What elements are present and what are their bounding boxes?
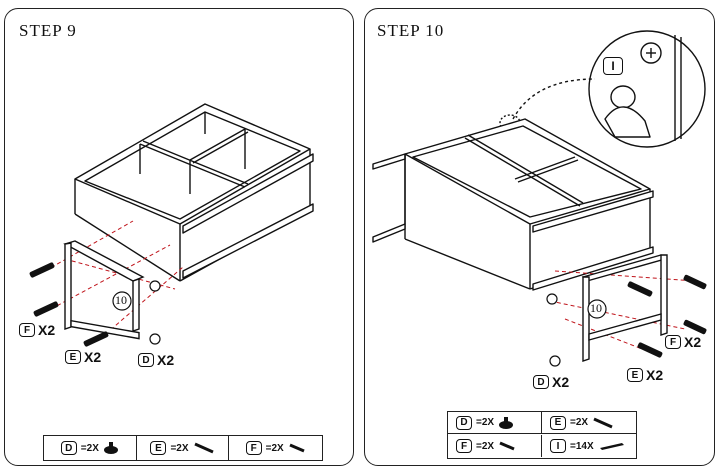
badge-d-10: D bbox=[533, 375, 549, 389]
badge-e-10: E bbox=[627, 368, 643, 382]
step-10-panel: STEP 10 bbox=[364, 8, 715, 466]
legend-e-qty: =2X bbox=[170, 442, 189, 454]
qty-f: X2 bbox=[38, 322, 56, 338]
zoom-label-i: I bbox=[603, 57, 623, 75]
long-screw-icon bbox=[593, 417, 613, 428]
legend-cell-e: E =2X bbox=[137, 436, 230, 460]
legend10-d-letter: D bbox=[456, 415, 472, 430]
step-9-hardware-legend: D =2X E =2X F =2X bbox=[43, 435, 323, 461]
legend10-cell-e: E =2X bbox=[542, 412, 636, 434]
legend-d-qty: =2X bbox=[80, 442, 99, 454]
legend10-f-letter: F bbox=[456, 439, 472, 453]
badge-e: E bbox=[65, 350, 81, 364]
step-10-title: STEP 10 bbox=[377, 21, 445, 40]
cover-sticker-icon bbox=[599, 443, 624, 450]
step-9-title: STEP 9 bbox=[19, 21, 77, 40]
long-screw-icon bbox=[193, 442, 214, 454]
legend-e-letter: E bbox=[150, 441, 167, 455]
legend10-cell-i: I =14X bbox=[542, 435, 636, 457]
label-f-step10: F X2 bbox=[665, 334, 701, 350]
qty-d-10: X2 bbox=[552, 374, 570, 390]
badge-f-10: F bbox=[665, 335, 681, 349]
legend10-i-qty: =14X bbox=[570, 440, 594, 452]
qty-d: X2 bbox=[157, 352, 175, 368]
label-e-step9: E X2 bbox=[65, 349, 101, 365]
step-10-circle-number: 10 bbox=[590, 301, 602, 315]
legend10-e-letter: E bbox=[550, 415, 566, 430]
qty-e-10: X2 bbox=[646, 367, 664, 383]
step-10-hardware-legend: D =2X E =2X F =2X I =14X bbox=[447, 411, 637, 459]
legend-f-letter: F bbox=[245, 441, 262, 455]
cam-lock-icon bbox=[103, 442, 118, 454]
step-10-illustration bbox=[372, 30, 707, 367]
short-screw-icon bbox=[289, 443, 305, 453]
badge-d: D bbox=[138, 353, 154, 367]
badge-f: F bbox=[19, 323, 35, 337]
qty-e: X2 bbox=[84, 349, 102, 365]
qty-f-10: X2 bbox=[684, 334, 702, 350]
label-d-step9: D X2 bbox=[138, 352, 174, 368]
legend10-i-letter: I bbox=[550, 439, 566, 453]
step-9-circle-number: 10 bbox=[115, 293, 127, 307]
legend10-cell-f: F =2X bbox=[448, 435, 542, 457]
legend10-f-qty: =2X bbox=[476, 440, 495, 452]
cam-lock-icon bbox=[499, 416, 514, 429]
legend-cell-f: F =2X bbox=[229, 436, 322, 460]
legend-f-qty: =2X bbox=[265, 442, 284, 454]
label-e-step10: E X2 bbox=[627, 367, 663, 383]
legend-cell-d: D =2X bbox=[44, 436, 137, 460]
label-f-step9: F X2 bbox=[19, 322, 55, 338]
legend10-e-qty: =2X bbox=[570, 417, 589, 428]
screw-f-upper bbox=[29, 262, 55, 278]
step-9-panel: STEP 9 bbox=[4, 8, 354, 466]
legend10-cell-d: D =2X bbox=[448, 412, 542, 434]
legend10-d-qty: =2X bbox=[476, 417, 495, 428]
step-9-illustration bbox=[29, 103, 314, 347]
legend-d-letter: D bbox=[60, 441, 77, 455]
short-screw-icon bbox=[499, 441, 515, 451]
label-d-step10: D X2 bbox=[533, 374, 569, 390]
